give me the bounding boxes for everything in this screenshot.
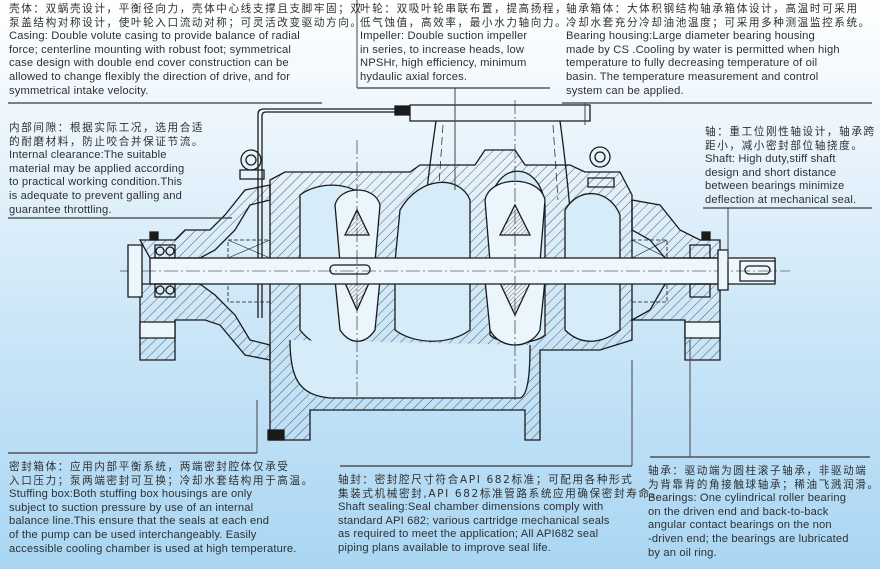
note-shaft-sealing-en-4: piping plans available to improve seal l… <box>338 541 552 554</box>
note-impeller-cn-1: 叶轮：双吸叶轮串联布置，提高扬程， <box>360 3 568 15</box>
bearing-housing-left <box>128 185 270 360</box>
note-bearings-en-2: on the driven end and back-to-back <box>648 505 829 518</box>
balance-line-pipe <box>258 106 409 318</box>
seal-chamber-right <box>632 240 667 302</box>
note-internal-clearance-en-4: is adequate to prevent galling and <box>9 189 183 202</box>
note-bearing-housing-en-1: Bearing housing:Large diameter bearing h… <box>566 30 815 43</box>
note-shaft-sealing: 轴封：密封腔尺寸符合API 682标准；可配用各种形式 集装式机械密封,API … <box>338 474 663 556</box>
note-bearing-housing: 轴承箱体：大体积钢结构轴承箱体设计，高温时可采用 冷却水套充分冷却油池温度；可采… <box>566 3 871 98</box>
note-shaft-en-3: between bearings minimize <box>705 180 845 193</box>
impeller-stage-1 <box>335 190 380 341</box>
note-internal-clearance-cn-1: 内部间隙：根据实际工况，选用合适 <box>9 122 205 134</box>
note-casing-cn-1: 壳体：双蜗壳设计，平衡径向力，壳体中心线支撑且支脚牢固；双 <box>9 3 363 15</box>
note-stuffing-box: 密封箱体：应用内部平衡系统，两端密封腔体仅承受 入口压力；泵两端密封可互换；冷却… <box>9 461 314 556</box>
note-impeller-en-3: NPSHr, high efficiency, minimum <box>360 57 527 70</box>
note-casing: 壳体：双蜗壳设计，平衡径向力，壳体中心线支撑且支脚牢固；双 泵盖结构对称设计，使… <box>9 3 363 98</box>
note-casing-cn-2: 泵盖结构对称设计，使叶轮入口流动对称；可灵活改变驱动方向。 <box>9 16 363 29</box>
note-internal-clearance-en-2: material may be applied according <box>9 162 185 175</box>
note-bearings-en-1: Bearings: One cylindrical roller bearing <box>648 492 847 505</box>
note-bearings-en-5: by an oil ring. <box>648 546 717 559</box>
seal-chamber-left <box>228 240 270 302</box>
note-bearings-en-4: -driven end; the bearings are lubricated <box>648 532 849 545</box>
note-shaft-sealing-en-2: standard API 682; various cartridge mech… <box>338 514 610 527</box>
note-shaft-sealing-en-1: Shaft sealing:Seal chamber dimensions co… <box>338 501 604 514</box>
note-bearing-housing-cn-2: 冷却水套充分冷却油池温度；可采用多种测温监控系统。 <box>566 16 871 29</box>
note-internal-clearance-en-5: guarantee throttling. <box>9 203 112 216</box>
note-stuffing-box-en-3: balance line.This ensure that the seals … <box>9 515 270 528</box>
note-impeller-en-4: hydaulic axial forces. <box>360 70 468 83</box>
note-impeller: 叶轮：双吸叶轮串联布置，提高扬程， 低气蚀值，高效率，最小水力轴向力。 Impe… <box>360 3 567 85</box>
note-shaft: 轴：重工位刚性轴设计，轴承跨 距小，减小密封部位轴挠度。 Shaft: High… <box>705 126 876 208</box>
lifting-eye-left <box>240 150 264 179</box>
casing-lower <box>268 280 632 440</box>
note-casing-en-1: Casing: Double volute casing to provide … <box>9 30 300 43</box>
note-shaft-en-4: deflection at mechanical seal. <box>705 193 857 206</box>
note-stuffing-box-cn-2: 入口压力；泵两端密封可互换；冷却水套结构用于高温。 <box>9 474 314 487</box>
note-stuffing-box-cn-1: 密封箱体：应用内部平衡系统，两端密封腔体仅承受 <box>9 461 290 473</box>
note-shaft-cn-1: 轴：重工位刚性轴设计，轴承跨 <box>705 126 876 138</box>
note-internal-clearance-cn-2: 的耐磨材料，防止咬合并保证节流。 <box>9 135 205 148</box>
note-stuffing-box-en-5: accessible cooling chamber is used at hi… <box>9 542 297 555</box>
note-casing-en-4: allowed to change flexibly the direction… <box>9 70 291 83</box>
note-shaft-sealing-cn-1: 轴封：密封腔尺寸符合API 682标准；可配用各种形式 <box>338 474 634 486</box>
note-bearings-cn-1: 轴承：驱动端为圆柱滚子轴承，非驱动端 <box>648 465 868 477</box>
note-bearings-en-3: angular contact bearings on the non <box>648 519 832 532</box>
note-casing-en-2: force; centerline mounting with robust f… <box>9 43 291 56</box>
note-shaft-cn-2: 距小，减小密封部位轴挠度。 <box>705 139 864 152</box>
note-internal-clearance-en-1: Internal clearance:The suitable <box>9 149 167 162</box>
note-shaft-en-2: design and short distance <box>705 166 837 179</box>
casing-upper <box>270 150 632 262</box>
note-bearing-housing-en-4: basin. The temperature measurement and c… <box>566 70 819 83</box>
note-bearing-housing-en-3: temperature to fully decreasing temperat… <box>566 57 818 70</box>
note-internal-clearance-en-3: to practical working condition.This <box>9 176 183 189</box>
note-bearings: 轴承：驱动端为圆柱滚子轴承，非驱动端 为背靠背的角接触球轴承；稀油飞溅润滑。 B… <box>648 465 880 560</box>
note-stuffing-box-en-2: subject to suction pressure by use of an… <box>9 501 254 514</box>
shaft <box>120 100 790 400</box>
note-bearing-housing-en-2: made by CS .Cooling by water is permitte… <box>566 43 840 56</box>
note-impeller-en-1: Impeller: Double suction impeller <box>360 30 528 43</box>
note-impeller-cn-2: 低气蚀值，高效率，最小水力轴向力。 <box>360 16 568 29</box>
note-shaft-sealing-cn-2: 集装式机械密封,API 682标准管路系统应用确保密封寿命。 <box>338 487 663 500</box>
note-bearing-housing-en-5: system can be applied. <box>566 84 684 97</box>
note-shaft-en-1: Shaft: High duty,stiff shaft <box>705 153 836 166</box>
note-impeller-en-2: in series, to increase heads, low <box>360 43 525 56</box>
note-bearings-cn-2: 为背靠背的角接触球轴承；稀油飞溅润滑。 <box>648 478 880 491</box>
note-shaft-sealing-en-3: as required to meet the application; All… <box>338 528 599 541</box>
note-internal-clearance: 内部间隙：根据实际工况，选用合适 的耐磨材料，防止咬合并保证节流。 Intern… <box>9 122 204 217</box>
note-stuffing-box-en-1: Stuffing box:Both stuffing box housings … <box>9 488 253 501</box>
bearing-housing-right <box>632 200 728 360</box>
note-stuffing-box-en-4: of the pump can be used interchangeably.… <box>9 528 257 541</box>
note-casing-en-5: symmetrical intake velocity. <box>9 84 149 97</box>
note-casing-en-3: case design with double end cover constr… <box>9 57 289 70</box>
note-bearing-housing-cn-1: 轴承箱体：大体积钢结构轴承箱体设计，高温时可采用 <box>566 3 859 15</box>
leader-lines <box>8 0 872 466</box>
